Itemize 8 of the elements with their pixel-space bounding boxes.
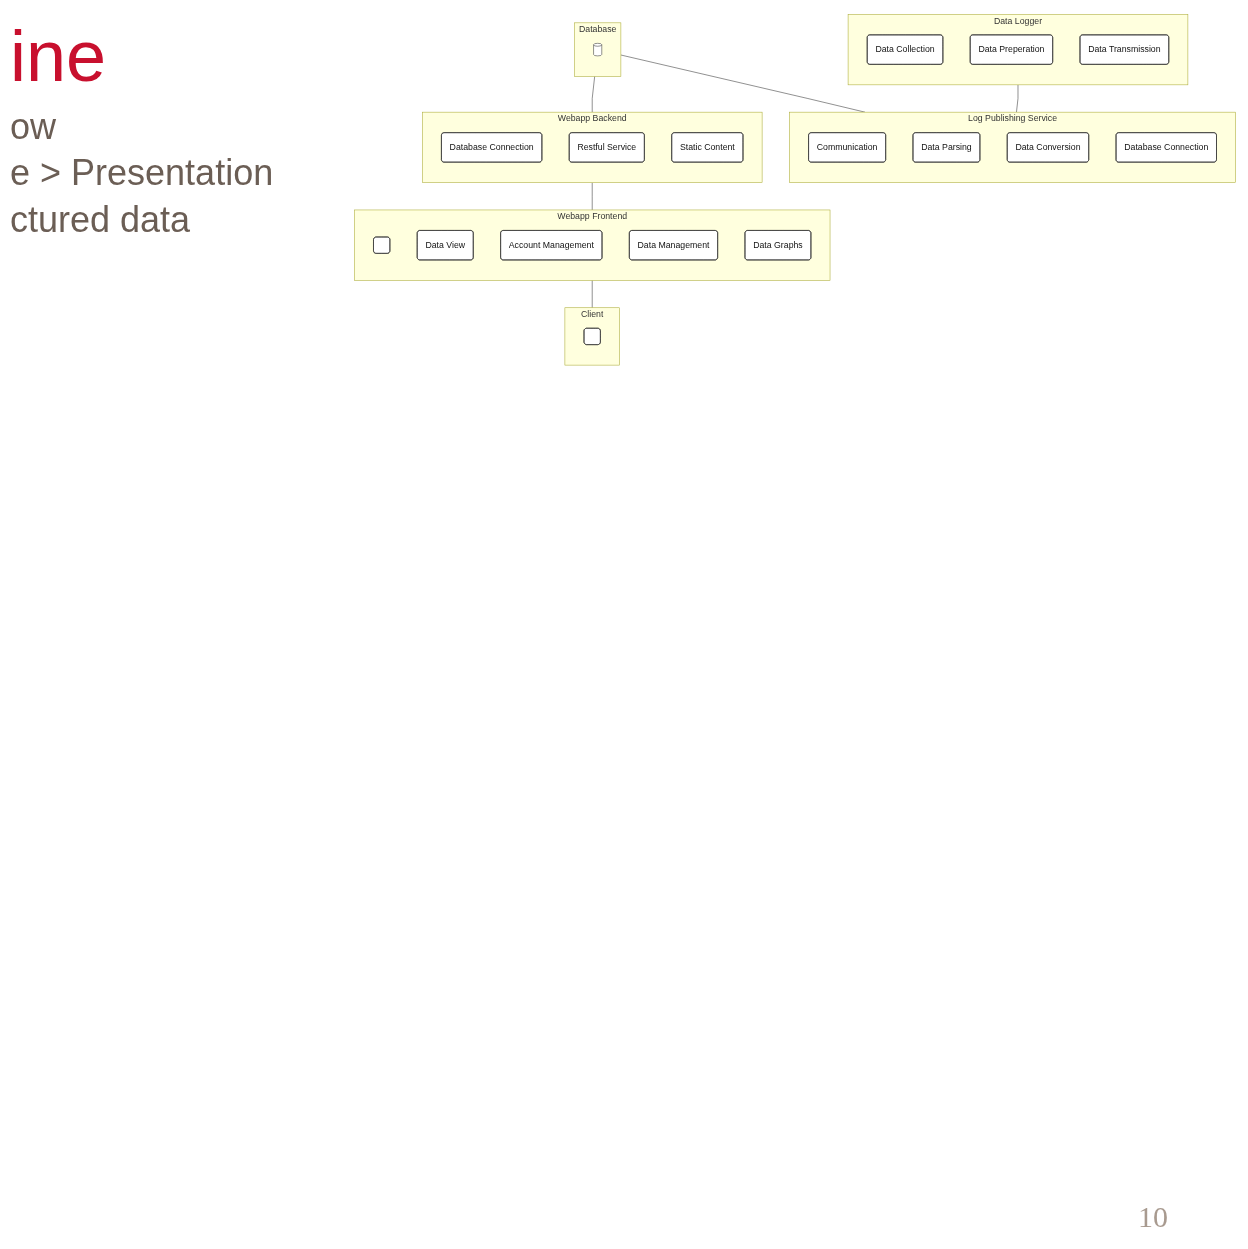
cluster: Database bbox=[574, 22, 622, 77]
node-cylinder bbox=[593, 43, 603, 57]
slide-text-fragment: ctured data bbox=[10, 198, 192, 243]
page-number: 10 bbox=[1138, 1200, 1168, 1234]
slide-text-fragment: e > Presentation bbox=[10, 151, 275, 196]
slide-text-fragment: ow bbox=[10, 104, 58, 149]
cluster: Client bbox=[564, 307, 620, 366]
slide-title-fragment: ine bbox=[10, 15, 108, 98]
